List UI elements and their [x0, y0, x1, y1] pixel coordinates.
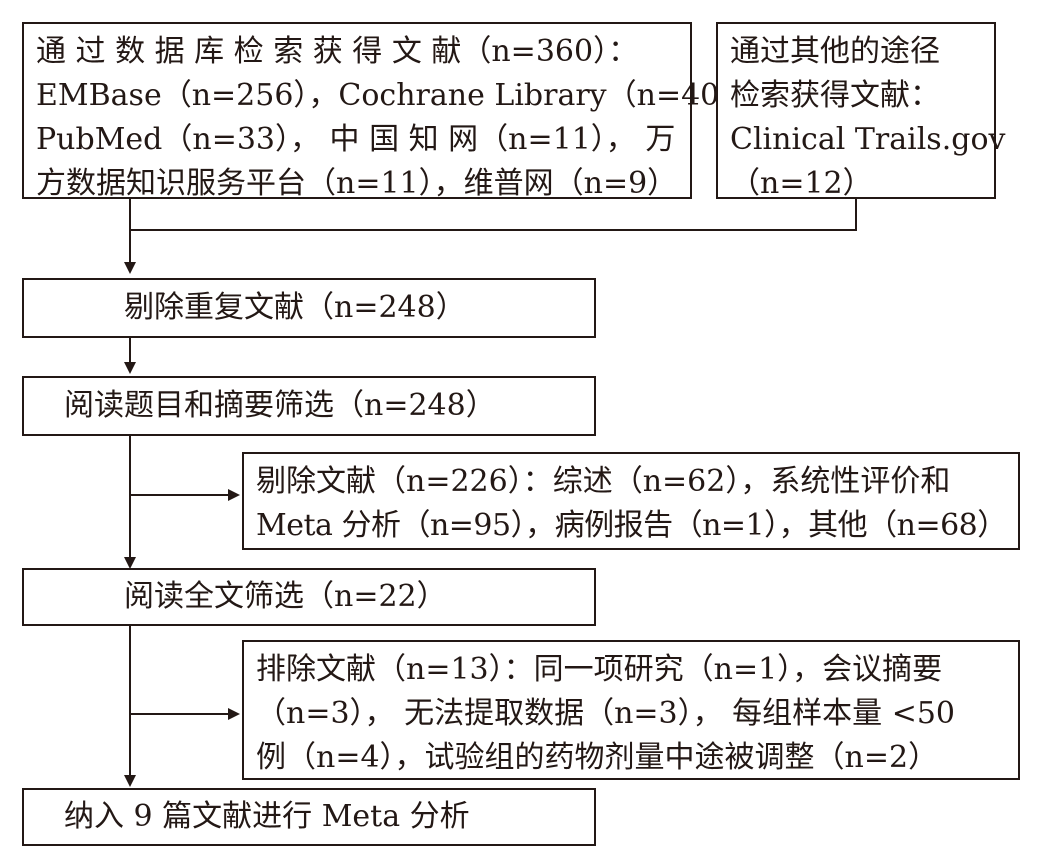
other-search-line-2: 检索获得文献： [730, 78, 940, 113]
database-search-line-4: 方数据知识服务平台（n=11），维普网（n=9） [36, 166, 678, 201]
connector-other-merge [130, 198, 857, 231]
excluded-second-line-1: 排除文献（n=13）：同一项研究（n=1），会议摘要 [256, 652, 943, 687]
title-abstract-screen-text: 阅读题目和摘要筛选（n=248） [64, 388, 496, 423]
title-abstract-screen-box: 阅读题目和摘要筛选（n=248） [22, 376, 596, 436]
fulltext-screen-box: 阅读全文筛选（n=22） [22, 568, 596, 626]
other-search-line-3: Clinical Trails.gov [730, 122, 1006, 157]
database-search-line-2: EMBase（n=256），Cochrane Library（n=40）， [36, 78, 765, 113]
remove-duplicates-box: 剔除重复文献（n=248） [22, 278, 596, 338]
fulltext-screen-text: 阅读全文筛选（n=22） [124, 579, 447, 614]
excluded-second-line-2: （n=3）， 无法提取数据（n=3）， 每组样本量 <50 [256, 696, 956, 731]
excluded-second-box: 排除文献（n=13）：同一项研究（n=1），会议摘要 （n=3）， 无法提取数据… [242, 640, 1020, 780]
other-search-line-1: 通过其他的途径 [730, 34, 940, 69]
other-search-line-4: （n=12） [730, 166, 873, 201]
excluded-second-line-3: 例（n=4），试验组的药物剂量中途被调整（n=2） [256, 740, 939, 775]
excluded-first-box: 剔除文献（n=226）：综述（n=62），系统性评价和 Meta 分析（n=95… [242, 452, 1020, 550]
database-search-line-3: PubMed（n=33）， 中 国 知 网（n=11）， 万 [36, 122, 676, 157]
included-text: 纳入 9 篇文献进行 Meta 分析 [64, 799, 470, 834]
database-search-line-1: 通 过 数 据 库 检 索 获 得 文 献（n=360）： [36, 34, 639, 69]
excluded-first-line-1: 剔除文献（n=226）：综述（n=62），系统性评价和 [256, 464, 951, 499]
included-box: 纳入 9 篇文献进行 Meta 分析 [22, 788, 596, 846]
database-search-box: 通 过 数 据 库 检 索 获 得 文 献（n=360）： EMBase（n=2… [22, 22, 765, 201]
other-search-box: 通过其他的途径 检索获得文献： Clinical Trails.gov （n=1… [716, 22, 1006, 201]
remove-duplicates-text: 剔除重复文献（n=248） [124, 290, 466, 325]
excluded-first-line-2: Meta 分析（n=95），病例报告（n=1），其他（n=68） [256, 508, 1007, 543]
